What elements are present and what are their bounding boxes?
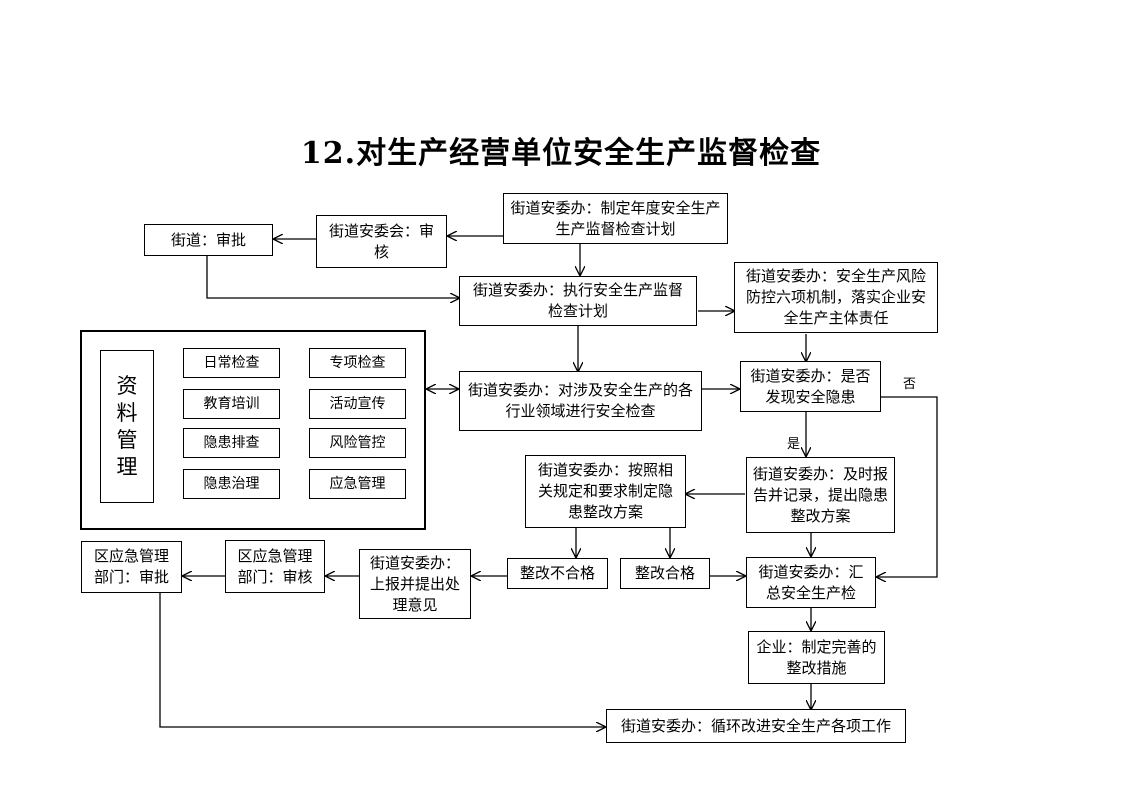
node-continuous-improve: 街道安委办：循环改进安全生产各项工作	[606, 709, 906, 743]
node-street-approve: 街道：审批	[144, 224, 273, 256]
node-execute-plan: 街道安委办：执行安全生产监督检查计划	[459, 276, 697, 326]
record-item: 日常检查	[183, 348, 280, 378]
record-item: 隐患治理	[183, 469, 280, 499]
record-item: 专项检查	[309, 348, 406, 378]
node-rectify-fail: 整改不合格	[507, 558, 608, 589]
label-yes: 是	[787, 437, 801, 452]
node-summarize: 街道安委办：汇总安全生产检	[746, 557, 876, 608]
node-inspect-industries: 街道安委办：对涉及安全生产的各行业领域进行安全检查	[459, 371, 702, 431]
arrow-hazard-no	[877, 396, 938, 577]
record-item: 隐患排查	[183, 428, 280, 458]
node-district-approve: 区应急管理部门：审批	[81, 541, 182, 593]
arrow-approve-to-improve	[159, 593, 605, 727]
node-rectify-pass: 整改合格	[620, 558, 710, 589]
page-title: 12.对生产经营单位安全生产监督检查	[300, 136, 822, 171]
arrow-street-to-execute	[206, 256, 459, 298]
record-item: 教育培训	[183, 389, 280, 419]
label-no: 否	[903, 377, 917, 392]
node-enterprise-measures: 企业：制定完善的整改措施	[748, 631, 885, 684]
records-management-title: 资料管理	[100, 350, 154, 503]
node-annual-plan: 街道安委办：制定年度安全生产生产监督检查计划	[503, 193, 728, 244]
records-management-panel	[80, 330, 426, 530]
node-report-record: 街道安委办：及时报告并记录，提出隐患整改方案	[746, 457, 895, 533]
node-six-mechanisms: 街道安委办：安全生产风险防控六项机制，落实企业安全生产主体责任	[734, 262, 938, 333]
node-escalate: 街道安委办：上报并提出处理意见	[359, 549, 471, 619]
record-item: 风险管控	[309, 428, 406, 458]
node-district-review: 区应急管理部门：审核	[225, 540, 325, 593]
node-hazard-decision: 街道安委办：是否发现安全隐患	[740, 361, 881, 412]
record-item: 应急管理	[309, 469, 406, 499]
record-item: 活动宣传	[309, 389, 406, 419]
node-committee-review: 街道安委会：审核	[316, 215, 447, 268]
node-rectify-plan: 街道安委办：按照相关规定和要求制定隐患整改方案	[525, 455, 686, 528]
